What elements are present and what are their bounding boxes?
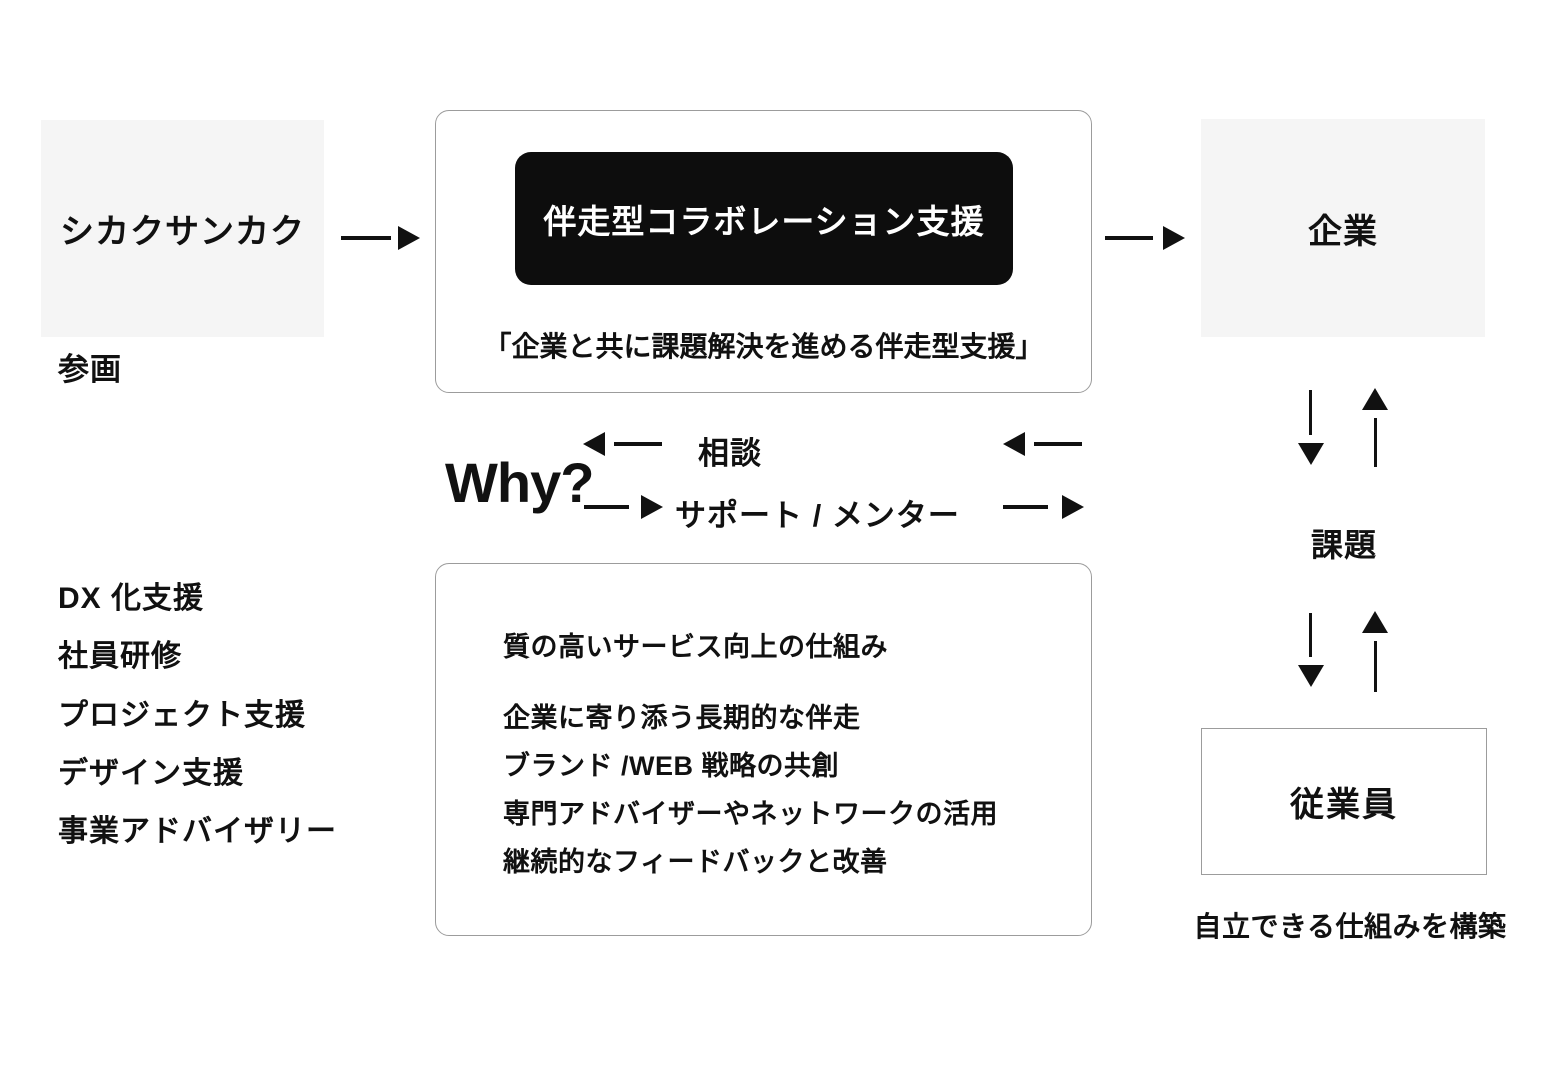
service-item-design: デザイン支援	[58, 757, 244, 790]
company-label: 企業	[1308, 212, 1378, 251]
issue-company-up-line	[1374, 418, 1377, 467]
org-label: シカクサンカク	[60, 213, 305, 251]
arrow-center-to-company-icon	[1163, 226, 1185, 250]
arrow-center-to-company-line	[1105, 236, 1153, 240]
employee-issue-up-icon	[1362, 611, 1388, 633]
support-arrow-right-line	[1003, 505, 1048, 509]
details-item-feedback: 継続的なフィードバックと改善	[503, 847, 888, 877]
service-item-training: 社員研修	[58, 640, 182, 673]
consult-arrow-right-line	[1034, 442, 1082, 446]
arrow-org-to-center-icon	[398, 226, 420, 250]
company-box: 企業	[1201, 119, 1485, 337]
self-reliance-label: 自立できる仕組みを構築	[1193, 911, 1507, 942]
company-issue-down-line	[1309, 390, 1312, 435]
issue-employee-down-icon	[1298, 665, 1324, 687]
employee-label: 従業員	[1290, 786, 1398, 824]
collaboration-caption: 「企業と共に課題解決を進める伴走型支援」	[483, 331, 1044, 362]
issue-employee-down-line	[1309, 613, 1312, 657]
why-label: Why?	[445, 451, 594, 514]
support-arrow-left-icon	[641, 495, 663, 519]
company-issue-down-icon	[1298, 443, 1324, 465]
arrow-org-to-center-line	[341, 236, 391, 240]
service-item-dx: DX 化支援	[58, 582, 205, 615]
consult-arrow-left-icon	[583, 432, 605, 456]
consult-label: 相談	[698, 436, 762, 471]
support-arrow-left-line	[584, 505, 629, 509]
support-arrow-right-icon	[1062, 495, 1084, 519]
service-item-project: プロジェクト支援	[58, 699, 306, 732]
collaboration-support-label: 伴走型コラボレーション支援	[543, 202, 985, 240]
service-item-advisory: 事業アドバイザリー	[58, 815, 337, 848]
details-heading: 質の高いサービス向上の仕組み	[503, 632, 888, 662]
details-item-brand-web: ブランド /WEB 戦略の共創	[503, 751, 839, 781]
consult-arrow-left-line	[614, 442, 662, 446]
details-item-accompaniment: 企業に寄り添う長期的な伴走	[503, 703, 861, 733]
details-item-advisors: 専門アドバイザーやネットワークの活用	[503, 799, 998, 829]
participation-label: 参画	[58, 352, 122, 387]
details-box	[435, 563, 1092, 936]
org-box: シカクサンカク	[41, 120, 324, 337]
collaboration-support-pill: 伴走型コラボレーション支援	[515, 152, 1013, 285]
employee-issue-up-line	[1374, 641, 1377, 692]
consult-arrow-right-icon	[1003, 432, 1025, 456]
issue-label: 課題	[1310, 527, 1377, 563]
issue-company-up-icon	[1362, 388, 1388, 410]
support-label: サポート / メンター	[675, 498, 960, 533]
employee-box: 従業員	[1201, 728, 1487, 875]
